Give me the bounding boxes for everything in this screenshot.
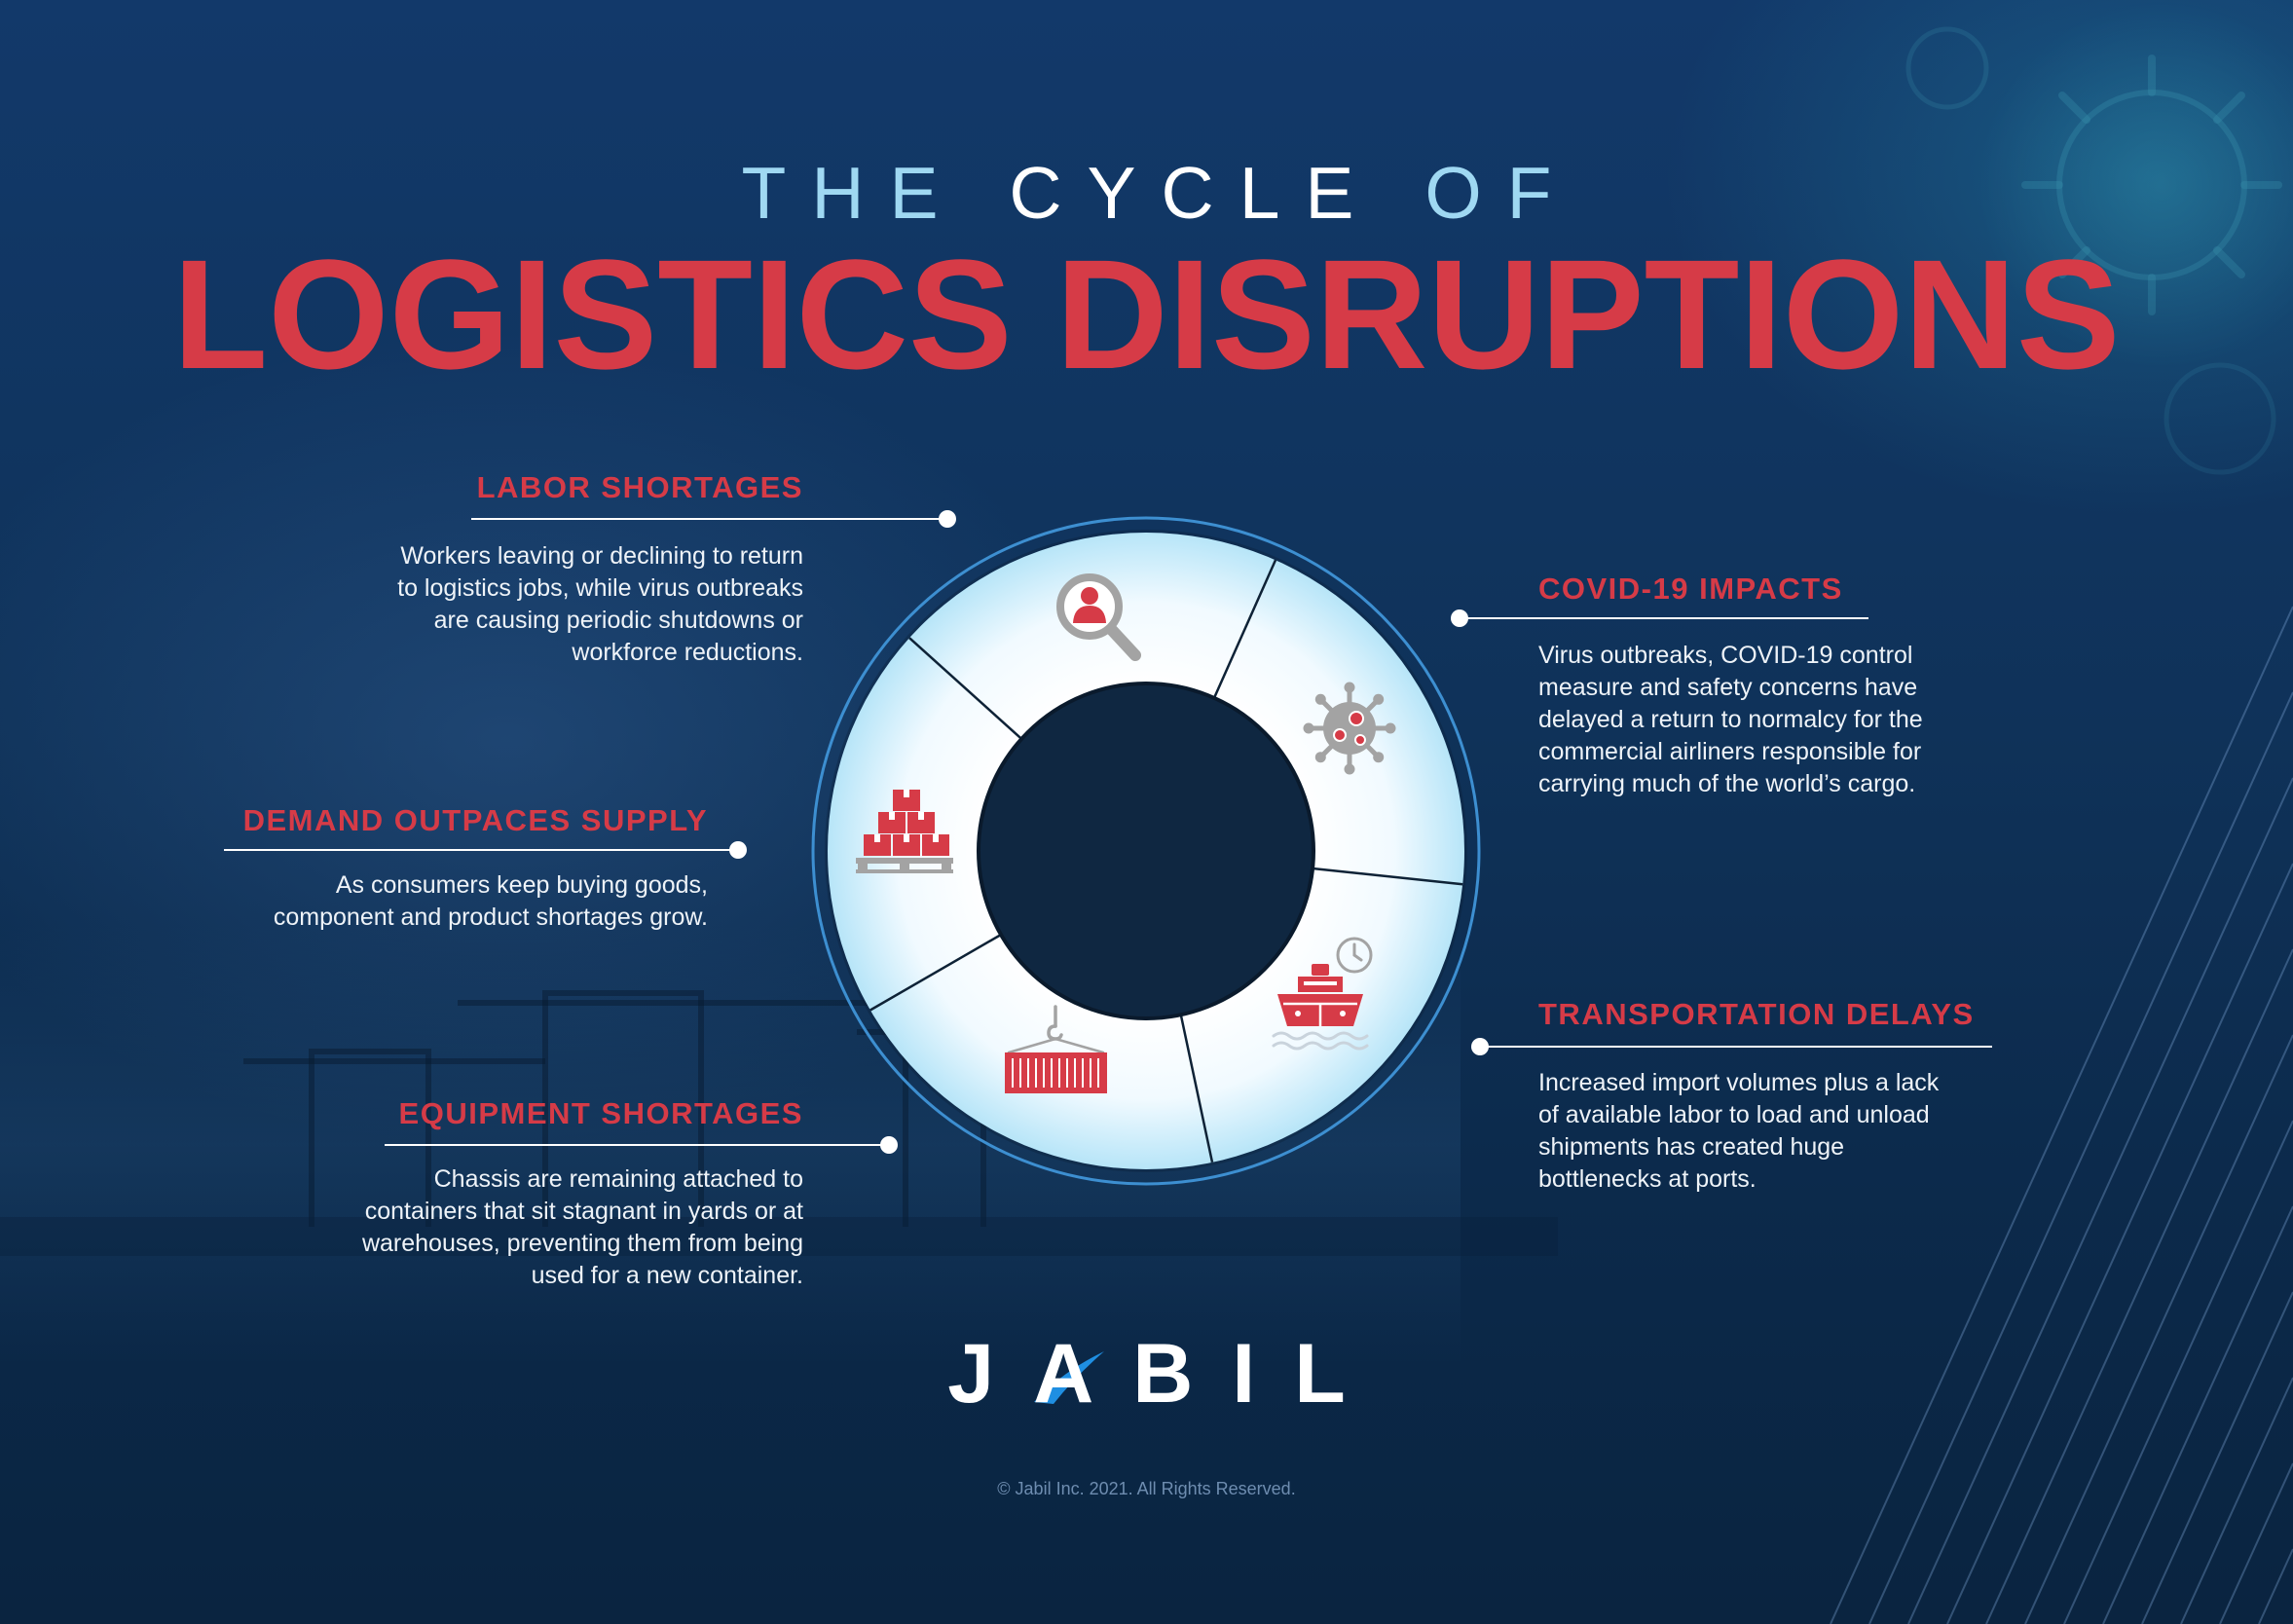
equipment-body-line: used for a new container. (531, 1262, 803, 1289)
transport-description: Increased import volumes plus a lack of … (1538, 1067, 2142, 1196)
title-line-2: LOGISTICS DISRUPTIONS (172, 227, 2121, 401)
covid-body-line: Virus outbreaks, COVID-19 control (1538, 642, 1913, 669)
virus-icon (1303, 682, 1396, 775)
connector-demand (224, 841, 747, 859)
ring-divider (1179, 1014, 1214, 1163)
connector-dot (939, 510, 956, 528)
jabil-swoosh (1034, 1351, 1104, 1404)
ring-divider (1212, 559, 1277, 699)
diagonal-lines-decoration (1830, 606, 2293, 1624)
labor-description: Workers leaving or declining to return t… (243, 540, 803, 669)
demand-body-line: As consumers keep buying goods, (335, 871, 708, 899)
waves-icon (1272, 1031, 1369, 1051)
connector-dot (1471, 1038, 1489, 1055)
labor-body-line: to logistics jobs, while virus outbreaks (397, 574, 803, 602)
connector-dot (729, 841, 747, 859)
ring-divider (1312, 867, 1463, 886)
covid-body-line: measure and safety concerns have (1538, 674, 1918, 701)
pallet-icon (856, 858, 953, 873)
transport-body-line: shipments has created huge (1538, 1133, 1845, 1161)
equipment-body-line: warehouses, preventing them from being (361, 1230, 803, 1257)
connector-transport (1471, 1038, 1992, 1055)
labor-heading: LABOR SHORTAGES (476, 470, 803, 504)
title-line-1: THE CYCLE OF (0, 154, 2293, 232)
covid-body-line: delayed a return to normalcy for the (1538, 706, 1923, 733)
magnifier-person-icon (1056, 573, 1141, 661)
ring-outer-outline (811, 516, 1481, 1186)
ring-divider (869, 933, 1002, 1012)
connector-covid (1451, 609, 1868, 627)
equipment-body-line: Chassis are remaining attached to (433, 1165, 803, 1193)
ring-dividers (869, 559, 1463, 1163)
equipment-heading: EQUIPMENT SHORTAGES (398, 1096, 803, 1130)
labor-body-line: are causing periodic shutdowns or (433, 607, 803, 634)
equipment-body-line: containers that sit stagnant in yards or… (364, 1198, 803, 1225)
port-waterline (0, 1217, 1558, 1256)
title-word-of: OF (1424, 152, 1577, 234)
ring-center-hole (977, 682, 1315, 1020)
equipment-description: Chassis are remaining attached to contai… (243, 1163, 803, 1292)
title-word-the: THE (741, 152, 964, 234)
covid-description: Virus outbreaks, COVID-19 control measur… (1538, 640, 2142, 800)
covid-heading: COVID-19 IMPACTS (1538, 572, 1843, 606)
person-head (1081, 587, 1098, 605)
covid-body-line: commercial airliners responsible for (1538, 738, 1922, 765)
virus-background-decoration (1905, 0, 2293, 475)
transport-body-line: bottlenecks at ports. (1538, 1165, 1757, 1193)
ring-divider (908, 637, 1023, 740)
jabil-logo: JABIL (947, 1327, 1385, 1421)
demand-description: As consumers keep buying goods, componen… (146, 869, 708, 934)
connector-labor (471, 510, 956, 528)
labor-body-line: workforce reductions. (572, 639, 803, 666)
labor-body-line: Workers leaving or declining to return (400, 542, 803, 570)
container-hook-icon (1005, 1005, 1107, 1093)
connector-dot (1451, 609, 1468, 627)
demand-heading: DEMAND OUTPACES SUPPLY (242, 803, 708, 837)
clock-icon (1336, 937, 1373, 974)
covid-body-line: carrying much of the world’s cargo. (1538, 770, 1916, 797)
demand-body-line: component and product shortages grow. (273, 904, 708, 931)
ship-icon (1277, 964, 1363, 1026)
connector-dot (880, 1136, 898, 1154)
copyright-notice: © Jabil Inc. 2021. All Rights Reserved. (997, 1479, 1296, 1498)
transport-body-line: of available labor to load and unload (1538, 1101, 1930, 1128)
ship-clock-icon (1272, 937, 1373, 1051)
transport-heading: TRANSPORTATION DELAYS (1538, 997, 1975, 1031)
connector-equipment (385, 1136, 898, 1154)
transport-body-line: Increased import volumes plus a lack (1538, 1069, 1940, 1096)
title-word-cycle: CYCLE (1009, 152, 1380, 234)
boxes-pallet-icon (856, 790, 953, 873)
person-body (1073, 606, 1106, 623)
crane-hook-icon (1007, 1005, 1105, 1054)
